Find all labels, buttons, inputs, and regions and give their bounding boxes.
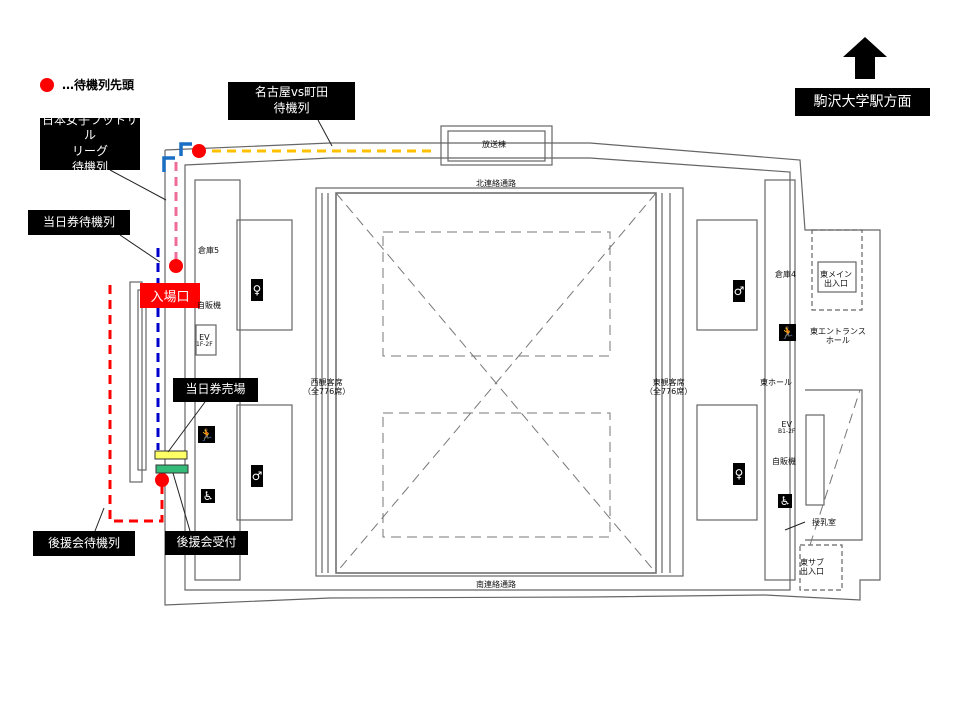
mens-restroom-icon: ♂ [733, 280, 745, 302]
womens-restroom-icon: ♀ [733, 463, 745, 485]
futsal-queue-callout: 日本女子フットサル リーグ 待機列 [40, 113, 140, 174]
sameday-queue-callout: 当日券待機列 [28, 210, 130, 235]
entrance-label: 入場口 [140, 283, 200, 308]
storage4-label: 倉庫4 [775, 270, 797, 279]
room-broadcast: 放送棟 [482, 140, 506, 149]
east-seats-label: 東観客席（全776席） [645, 378, 692, 396]
label-line: 東観客席 [652, 378, 685, 387]
label-line: 1F-2F [196, 341, 213, 349]
direction-label: 駒沢大学駅方面 [795, 88, 930, 116]
red-dot-icon [40, 77, 54, 92]
queue-head-marker [192, 144, 206, 158]
vending-east-label: 自販機 [772, 457, 796, 466]
court-markings [335, 192, 861, 574]
mens-restroom-icon: ♂ [251, 465, 263, 487]
east-hall-label: 東ホール [760, 378, 792, 387]
label-line: 東メイン [820, 270, 852, 279]
label-line: 西観客席 [310, 378, 343, 387]
up-arrow-icon [843, 37, 887, 79]
legend: …待機列先頭 [40, 76, 134, 93]
wheelchair-icon: ♿ [778, 494, 792, 508]
south-corridor-label: 南連絡通路 [476, 580, 516, 589]
label-line: 出入口 [800, 567, 824, 577]
vending-west-label: 自販機 [197, 301, 221, 310]
label-line: 東エントランス [810, 327, 866, 336]
callout-line: 待機列 [273, 101, 310, 115]
sameday-ticket-booth [154, 450, 188, 460]
east-main-entrance-label: 東メイン出入口 [820, 270, 852, 288]
womens-restroom-icon: ♀ [251, 279, 263, 301]
futsal-queue-bracket-2 [162, 156, 175, 172]
emergency-exit-icon: 🏃 [779, 324, 796, 341]
queue-head-marker [155, 473, 169, 487]
supporters-queue-callout: 後援会待機列 [33, 531, 135, 556]
label-line: 東サブ [800, 558, 824, 567]
label-line: （全776席） [645, 387, 693, 397]
label-line: EV [781, 420, 792, 429]
label-line: 出入口 [824, 279, 848, 289]
leader-lines [94, 119, 806, 532]
label-line: ホール [825, 336, 850, 346]
storage5-label: 倉庫5 [198, 246, 220, 255]
supporters-desk-callout: 後援会受付 [165, 531, 248, 555]
legend-label: …待機列先頭 [62, 78, 135, 92]
futsal-queue-bracket [179, 142, 192, 156]
callout-line: 待機列 [71, 159, 108, 174]
label-line: B1-2F [778, 428, 796, 436]
nagoya-queue-callout: 名古屋vs町田 待機列 [228, 82, 355, 120]
label-line: EV [199, 333, 210, 342]
west-seats-label: 西観客席（全776席） [303, 378, 350, 396]
emergency-exit-icon: 🏃 [198, 426, 215, 443]
building-walls [129, 125, 881, 606]
label-line: （全776席） [303, 387, 351, 397]
callout-line: 名古屋vs町田 [254, 85, 329, 100]
callout-line: リーグ [71, 144, 108, 158]
nursing-room-label: 授乳室 [812, 518, 836, 527]
north-corridor-label: 北連絡通路 [476, 179, 516, 188]
queue-head-marker [169, 259, 183, 273]
callout-line: 日本女子フットサル [41, 112, 138, 143]
supporters-desk [155, 464, 189, 474]
east-sub-entrance-label: 東サブ出入口 [800, 558, 824, 576]
supporters-queue-line [108, 285, 164, 523]
sameday-booth-callout: 当日券売場 [173, 378, 258, 402]
east-entrance-hall-label: 東エントランスホール [810, 327, 866, 345]
wheelchair-icon: ♿ [201, 489, 215, 503]
